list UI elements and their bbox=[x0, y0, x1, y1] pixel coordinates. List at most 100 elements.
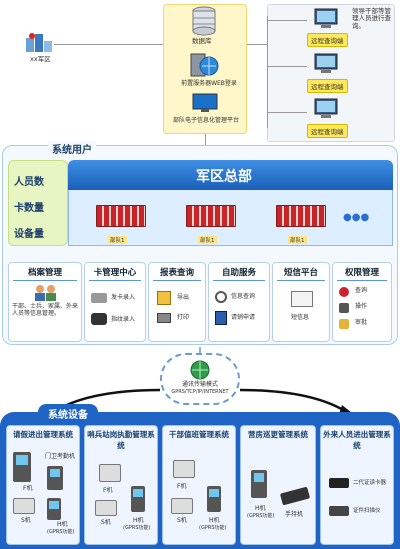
f-terminal-icon bbox=[173, 460, 195, 478]
form-icon bbox=[215, 311, 227, 325]
service-title: 短信平台 bbox=[283, 268, 318, 278]
device-label: 二代证读卡器 bbox=[353, 480, 387, 486]
device-label: 手持机 bbox=[285, 511, 304, 518]
id-reader-icon bbox=[329, 478, 349, 488]
device-system-patrol: 营房巡更管理系统 H机 (GPRS功能) 手持机 bbox=[240, 425, 316, 545]
connector bbox=[247, 44, 267, 45]
remote-description: 领导干部等管理人员进行查询。 bbox=[352, 7, 391, 30]
device-label: 证件扫描仪 bbox=[353, 508, 381, 514]
device-label: (GPRS功能) bbox=[123, 525, 151, 531]
connector bbox=[267, 66, 307, 67]
device-label: F机 bbox=[103, 487, 113, 494]
remote-query-button-1: 远程查询端 bbox=[307, 33, 348, 47]
service-title: 自助服务 bbox=[221, 268, 256, 278]
device-system-leave: 请假进出管理系统 门卫考勤机 F机 S机 H机 (GPRS功能) bbox=[6, 425, 80, 545]
service-title: 权限管理 bbox=[344, 268, 379, 278]
connector bbox=[267, 112, 307, 113]
building-icon bbox=[276, 205, 326, 227]
export-icon bbox=[157, 291, 171, 305]
h-terminal-icon bbox=[47, 498, 61, 520]
envelope-icon bbox=[291, 291, 313, 307]
device-label: H机 bbox=[209, 517, 220, 524]
f-terminal-icon bbox=[47, 466, 63, 490]
h-terminal-icon bbox=[251, 470, 267, 498]
scanner-icon bbox=[329, 506, 349, 516]
service-item: 操作 bbox=[355, 303, 368, 310]
service-item: 指纹录入 bbox=[111, 316, 136, 323]
device-label: H机 bbox=[57, 521, 68, 528]
unit-2: 部队1 bbox=[186, 205, 236, 246]
connector bbox=[267, 20, 307, 21]
unit-1: 部队1 bbox=[96, 205, 146, 246]
device-system-duty: 干部值班管理系统 F机 S机 H机 (GPRS功能) bbox=[162, 425, 236, 545]
unit-3: 部队1 bbox=[276, 205, 326, 246]
system-users-title: 系统用户 bbox=[48, 141, 96, 156]
s-terminal-icon bbox=[13, 498, 35, 514]
platform-label: 部队电子信息化管理平台 bbox=[172, 117, 239, 124]
connector bbox=[267, 16, 268, 128]
service-item: 导出 bbox=[177, 294, 190, 301]
service-title: 卡管理中心 bbox=[93, 268, 137, 278]
device-label: 门卫考勤机 bbox=[45, 453, 76, 460]
stat-devices: 设备量 bbox=[14, 229, 44, 240]
operate-icon bbox=[339, 303, 349, 313]
server-label: 前置服务器WEB登录 bbox=[181, 80, 237, 87]
web-server-icon bbox=[189, 52, 219, 78]
more-units: ●●● bbox=[343, 212, 370, 223]
device-system-visitor: 外来人员进出管理系统 二代证读卡器 证件扫描仪 bbox=[320, 425, 394, 545]
device-label: H机 bbox=[255, 505, 266, 512]
service-sms: 短信平台 短信息 bbox=[272, 262, 330, 342]
service-item: 审批 bbox=[355, 319, 368, 326]
remote-query-button-2: 远程查询端 bbox=[307, 79, 348, 93]
handheld-icon bbox=[279, 486, 311, 506]
f-terminal-icon bbox=[99, 464, 121, 482]
service-self: 自助服务 信息查询 请销申请 bbox=[208, 262, 270, 342]
hq-bar bbox=[68, 160, 393, 190]
device-label: S机 bbox=[177, 517, 187, 524]
service-item: 打印 bbox=[177, 314, 190, 321]
service-item: 请销申请 bbox=[231, 314, 256, 321]
device-system-title: 请假进出管理系统 bbox=[13, 430, 73, 439]
printer-icon bbox=[157, 313, 171, 323]
services-row: 档案管理 干部、士兵、家属、外来人员等信息管理。 卡管理中心 发卡录入 指纹录入… bbox=[8, 262, 392, 342]
people-icon bbox=[33, 284, 59, 302]
device-label: F机 bbox=[177, 483, 187, 490]
device-label: (GPRS功能) bbox=[247, 513, 275, 519]
s-terminal-icon bbox=[171, 498, 193, 514]
card-reader-icon bbox=[91, 293, 107, 303]
globe-icon bbox=[190, 360, 210, 380]
approve-icon bbox=[339, 319, 349, 329]
remote-query-button-3: 远程查询端 bbox=[307, 124, 348, 138]
device-label: S机 bbox=[21, 517, 31, 524]
h-terminal-icon bbox=[131, 486, 145, 512]
city-label: xx军区 bbox=[30, 55, 51, 63]
device-label: (GPRS功能) bbox=[199, 525, 227, 531]
cloud-line-2: GPRS/TCP/IP/INTERNET bbox=[171, 389, 229, 395]
service-archive: 档案管理 干部、士兵、家属、外来人员等信息管理。 bbox=[8, 262, 82, 342]
service-card-center: 卡管理中心 发卡录入 指纹录入 bbox=[84, 262, 146, 342]
computer-icon bbox=[312, 53, 340, 75]
service-title: 档案管理 bbox=[27, 268, 62, 278]
stat-cards: 卡数量 bbox=[14, 203, 44, 214]
device-label: F机 bbox=[23, 485, 33, 492]
unit-label: 部队1 bbox=[288, 236, 307, 244]
fingerprint-icon bbox=[91, 313, 107, 325]
service-title: 报表查询 bbox=[159, 268, 194, 278]
device-system-title: 营房巡更管理系统 bbox=[248, 430, 308, 439]
database-label: 数据库 bbox=[192, 37, 212, 45]
h-terminal-icon bbox=[207, 486, 221, 512]
query-icon bbox=[339, 287, 349, 297]
device-system-title: 外来人员进出管理系统 bbox=[323, 430, 391, 450]
device-system-title: 哨兵站岗执勤管理系统 bbox=[87, 430, 155, 450]
device-label: H机 bbox=[133, 517, 144, 524]
building-icon bbox=[186, 205, 236, 227]
device-label: (GPRS功能) bbox=[47, 529, 75, 535]
service-reports: 报表查询 导出 打印 bbox=[148, 262, 206, 342]
service-item: 查询 bbox=[355, 287, 368, 294]
computer-icon bbox=[312, 8, 340, 30]
connector bbox=[54, 44, 164, 45]
platform-icon bbox=[192, 93, 218, 113]
device-system-sentry: 哨兵站岗执勤管理系统 F机 S机 H机 (GPRS功能) bbox=[84, 425, 158, 545]
s-terminal-icon bbox=[95, 500, 117, 516]
service-permission: 权限管理 查询 操作 审批 bbox=[332, 262, 392, 342]
